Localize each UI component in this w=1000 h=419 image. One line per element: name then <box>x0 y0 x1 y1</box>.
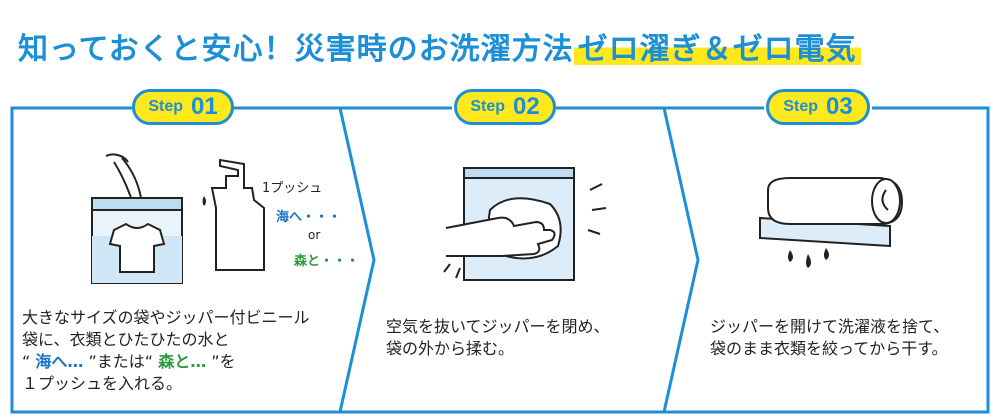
quote-end: ”を <box>211 352 236 371</box>
step-badge-01: Step 01 <box>132 89 234 125</box>
step-word: Step <box>470 98 505 115</box>
step2-line2: 袋の外から揉む。 <box>386 339 515 358</box>
step-word: Step <box>783 98 818 115</box>
quote-open: “ <box>22 352 31 371</box>
step-number: 03 <box>825 93 853 120</box>
step3-line2: 袋のまま衣類を絞ってから干す。 <box>710 339 948 358</box>
umi-inline: 海へ… <box>35 352 84 371</box>
step2-line1: 空気を抜いてジッパーを閉め、 <box>386 317 610 336</box>
bag-with-shirt-icon <box>91 153 265 284</box>
title-highlight: ゼロ濯ぎ＆ゼロ電気 <box>573 32 861 67</box>
mori-label: 森と・・・ <box>294 254 360 269</box>
step-badge-03: Step 03 <box>766 89 870 125</box>
step-badge-02: Step 02 <box>454 89 556 125</box>
step1-line3: “ 海へ… ”または“ 森と… ”を <box>22 351 310 373</box>
step3-line1: ジッパーを開けて洗濯液を捨て、 <box>710 317 950 336</box>
step2-description: 空気を抜いてジッパーを閉め、 袋の外から揉む。 <box>386 316 610 360</box>
step-word: Step <box>148 98 183 115</box>
chevron-2 <box>662 107 700 413</box>
kneading-bag-icon <box>443 167 607 281</box>
mori-inline: 森と… <box>158 352 207 371</box>
or-label: or <box>308 228 321 242</box>
step-number: 01 <box>190 93 218 120</box>
step1-description: 大きなサイズの袋やジッパー付ビニール 袋に、衣類とひたひたの水と “ 海へ… ”… <box>22 307 310 395</box>
step3-description: ジッパーを開けて洗濯液を捨て、 袋のまま衣類を絞ってから干す。 <box>710 316 949 360</box>
umi-label: 海へ・・・ <box>276 210 342 225</box>
push-label: 1プッシュ <box>262 181 323 196</box>
chevron-1 <box>338 107 376 413</box>
step1-line4: １プッシュを入れる。 <box>22 374 183 393</box>
step-number: 02 <box>512 93 540 120</box>
quote-mid: ”または“ <box>88 352 154 371</box>
wrung-clothes-icon <box>759 177 904 268</box>
step1-line2: 袋に、衣類とひたひたの水と <box>22 330 230 349</box>
step1-line1: 大きなサイズの袋やジッパー付ビニール <box>22 308 310 327</box>
title-main: 知っておくと安心！災害時のお洗濯方法 <box>18 32 574 67</box>
page-title: 知っておくと安心！災害時のお洗濯方法ゼロ濯ぎ＆ゼロ電気 <box>18 24 861 74</box>
